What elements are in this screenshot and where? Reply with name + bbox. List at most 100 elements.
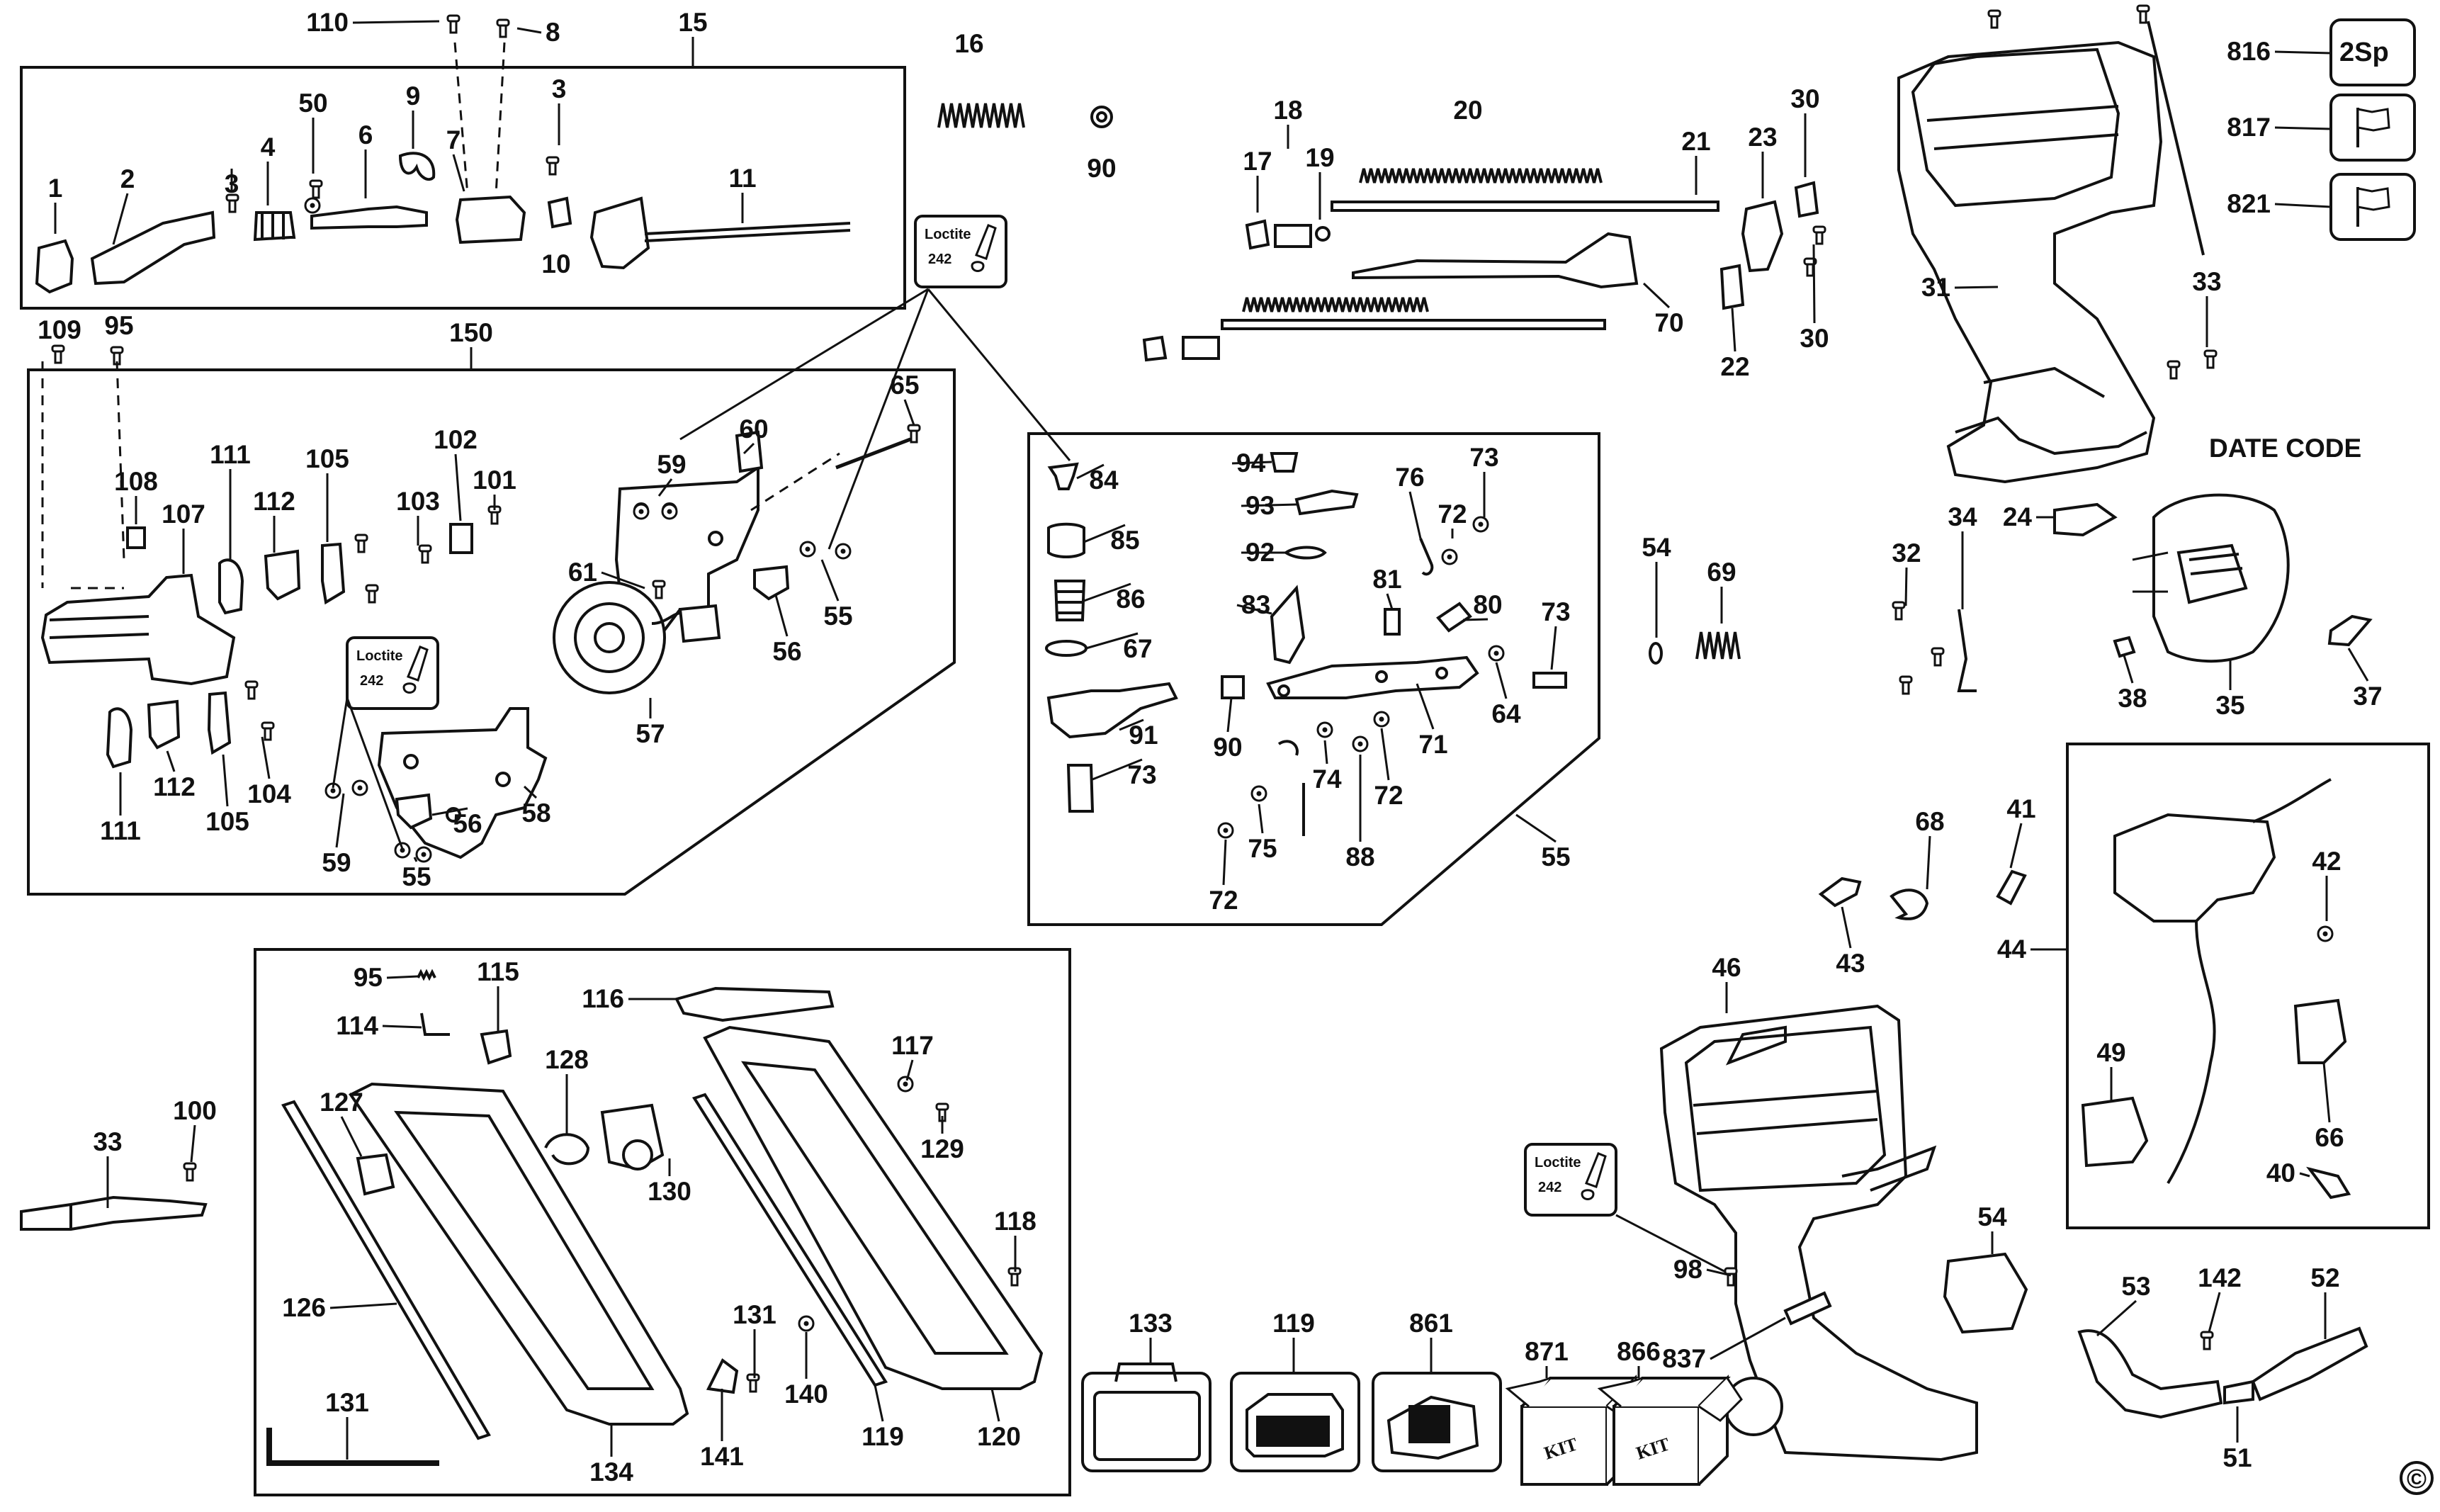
leader-line — [386, 975, 419, 979]
part-number-label: 119 — [862, 1422, 904, 1451]
part-107-housing — [40, 573, 236, 686]
leader-line — [329, 1302, 397, 1309]
code-2sp: 2Sp — [2339, 38, 2389, 67]
part-40-bracket — [2293, 998, 2347, 1064]
part-number-label: 59 — [322, 848, 351, 877]
part-number-label: 127 — [320, 1088, 363, 1117]
group-42-parts — [1818, 778, 2351, 1200]
loctite-brand: Loctite — [1535, 1155, 1581, 1170]
part-80-pin — [1436, 602, 1472, 633]
part-number-label: 821 — [2227, 189, 2271, 218]
part-number-label: 66 — [2315, 1123, 2344, 1152]
part-number-label: 116 — [582, 984, 624, 1013]
leader-line — [2096, 1299, 2137, 1337]
part-number-label: 57 — [636, 719, 665, 748]
leader-line — [1241, 503, 1297, 507]
part-number-label: 128 — [545, 1045, 589, 1074]
part-number-label: 75 — [1248, 834, 1277, 863]
part-53-pin — [1783, 1291, 1832, 1326]
leader-line — [222, 754, 229, 807]
part-71-arm — [1266, 655, 1479, 699]
part-number-label: 18 — [1273, 96, 1302, 125]
leader-line — [1954, 286, 1999, 289]
leader-line — [166, 750, 176, 772]
part-number-label: 64 — [1491, 699, 1521, 728]
leader-line — [1706, 1268, 1732, 1277]
loctite-brand: Loctite — [925, 227, 971, 242]
part-112-cap-upper — [264, 549, 301, 601]
loctite-grade: 242 — [1538, 1180, 1561, 1195]
group-70-parts — [1045, 452, 1567, 836]
part-119-magazine-right — [703, 1025, 1044, 1390]
part-105-cap-lower — [207, 691, 232, 755]
frames — [20, 66, 2430, 1496]
part-42-harness — [2113, 813, 2276, 923]
leader-line — [352, 20, 440, 24]
part-37-guard — [2152, 493, 2290, 663]
part-number-label: 76 — [1395, 463, 1424, 492]
part-90-ring-top — [1090, 106, 1113, 128]
leader-line — [1642, 282, 1671, 309]
part-number-label: 131 — [733, 1300, 776, 1329]
leader-line — [1416, 683, 1435, 730]
copyright-mark: © — [2407, 1465, 2427, 1494]
part-number-label: 44 — [1997, 935, 2027, 964]
kit-code-box-817 — [2329, 94, 2416, 162]
part-112-cap-lower — [147, 699, 181, 750]
part-number-label: 134 — [589, 1457, 633, 1486]
part-number-label: 112 — [153, 772, 196, 801]
part-number-label: 69 — [1707, 558, 1736, 587]
part-number-label: 91 — [1129, 721, 1158, 750]
leader-line — [454, 453, 462, 521]
part-number-label: 81 — [1372, 565, 1401, 594]
part-number-label: 21 — [1681, 127, 1710, 156]
part-94-pin — [1270, 452, 1299, 473]
part-117-block — [356, 1153, 395, 1196]
part-111-cap-upper — [218, 558, 244, 615]
part-number-label: 129 — [920, 1134, 964, 1163]
group-frame-70 — [1027, 432, 1600, 926]
leader-line — [1085, 632, 1139, 650]
part-43-pin — [1996, 869, 2027, 905]
part-100-assembly — [20, 1195, 208, 1231]
part-118-strip — [281, 1100, 491, 1440]
group-140-parts — [266, 969, 1044, 1466]
part-number-label: 53 — [2121, 1272, 2150, 1301]
leader-line — [657, 478, 673, 497]
part-number-label: 140 — [784, 1380, 828, 1409]
part-22-latch — [1352, 232, 1639, 289]
part-46-clip — [2306, 1166, 2351, 1200]
part-23-block — [1741, 200, 1784, 273]
part-number-label: 112 — [253, 487, 295, 516]
leader-line — [1092, 758, 1143, 781]
part-number-label: 861 — [1409, 1309, 1453, 1338]
part-41-cam — [1890, 888, 1929, 920]
part-91-lever — [1046, 682, 1178, 739]
leader-line — [1226, 697, 1233, 733]
part-number-label: 118 — [994, 1207, 1037, 1236]
part-81-pin — [1384, 608, 1401, 636]
leader-line — [820, 559, 840, 602]
part-number-label: 107 — [162, 500, 205, 529]
group-150-parts — [40, 430, 790, 859]
part-number-label: 32 — [1892, 538, 1921, 568]
leader-line — [1076, 463, 1105, 480]
part-number-label: 61 — [568, 558, 597, 587]
part-32-tab — [2053, 502, 2118, 537]
leader-line — [2274, 126, 2332, 130]
part-number-label: 55 — [1541, 842, 1570, 871]
part-number-label: 85 — [1110, 526, 1139, 555]
part-54-nut — [2113, 636, 2136, 658]
part-number-label: 46 — [1712, 953, 1741, 982]
part-number-label: 88 — [1345, 842, 1374, 871]
leader-line — [2274, 203, 2332, 208]
part-number-label: 73 — [1127, 760, 1156, 789]
part-76-spring — [1419, 538, 1434, 576]
leader-line — [601, 571, 645, 589]
part-number-label: 86 — [1116, 585, 1145, 614]
leader-line — [2208, 1292, 2221, 1333]
part-number-label: 2 — [120, 164, 135, 193]
part-number-label: 58 — [521, 799, 550, 828]
part-number-label: 30 — [1800, 324, 1829, 353]
